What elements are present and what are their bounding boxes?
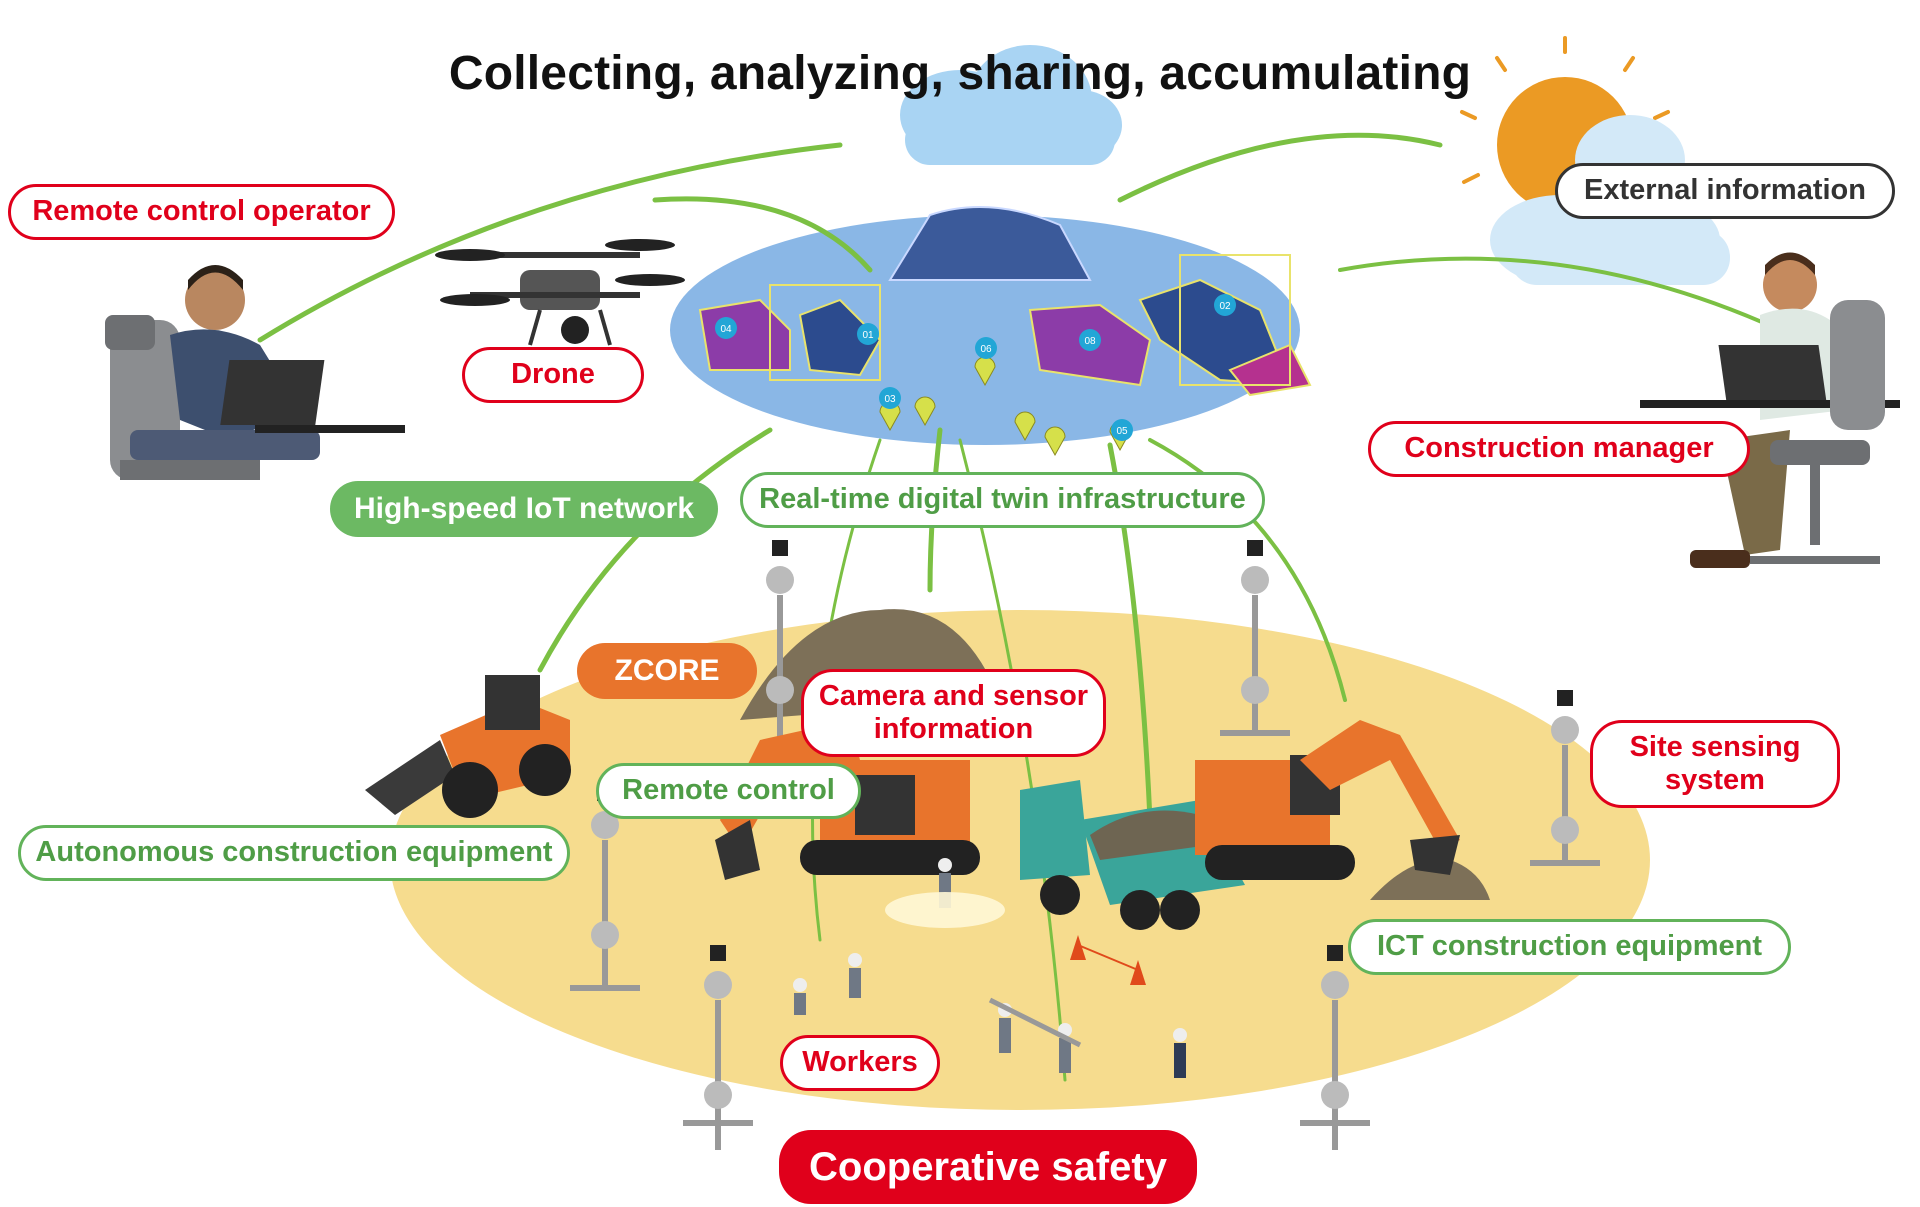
twin-marker-label: 02 [1219, 301, 1231, 312]
twin-marker-badge [857, 323, 879, 345]
drone-icon [435, 239, 685, 346]
digital-twin-disc [670, 215, 1300, 445]
label-cooperative-safety: Cooperative safety [779, 1130, 1197, 1204]
twin-marker-badge [1079, 329, 1101, 351]
wheel-loader-icon [365, 675, 571, 818]
twin-marker-label: 01 [862, 330, 874, 341]
twin-marker-badge [715, 317, 737, 339]
label-high-speed-iot-network: High-speed IoT network [330, 481, 718, 537]
camera-sensor-line-2: information [873, 713, 1034, 745]
cloud-icon [900, 45, 1122, 165]
label-real-time-digital-twin: Real-time digital twin infrastructure [740, 472, 1265, 528]
twin-marker-label: 05 [1116, 426, 1128, 437]
manager-person-icon [1640, 252, 1900, 568]
label-remote-control: Remote control [596, 763, 861, 819]
label-ict-construction-equipment: ICT construction equipment [1348, 919, 1791, 975]
label-remote-control-operator: Remote control operator [8, 184, 395, 240]
digital-twin-models [698, 206, 1312, 397]
sensor-pole-icon [570, 540, 1600, 1150]
operator-person-icon [105, 265, 405, 480]
label-zcore: ZCORE [577, 643, 757, 699]
twin-marker-label: 03 [884, 394, 896, 405]
twin-marker-badge [1214, 294, 1236, 316]
twin-marker-badge [975, 337, 997, 359]
twin-marker-badge [879, 387, 901, 409]
site-sensing-line-2: system [1665, 764, 1765, 796]
label-site-sensing-system: Site sensing system [1590, 720, 1840, 808]
worker-icon [793, 858, 1187, 1078]
diagram-title: Collecting, analyzing, sharing, accumula… [448, 47, 1472, 100]
excavator-icon [1195, 720, 1460, 880]
camera-sensor-line-1: Camera and sensor [818, 679, 1089, 712]
site-sensing-line-1: Site sensing [1629, 730, 1801, 763]
label-external-information: External information [1555, 163, 1895, 219]
twin-marker-label: 08 [1084, 336, 1096, 347]
label-workers: Workers [780, 1035, 940, 1091]
traffic-cone-icon [1070, 935, 1146, 985]
twin-marker-label: 04 [720, 324, 732, 335]
twin-marker-label: 06 [980, 344, 992, 355]
label-autonomous-construction-equipment: Autonomous construction equipment [18, 825, 570, 881]
twin-marker-badge [1111, 419, 1133, 441]
label-construction-manager: Construction manager [1368, 421, 1750, 477]
label-drone: Drone [462, 347, 644, 403]
label-camera-and-sensor-information: Camera and sensor information [801, 669, 1106, 757]
worker-light-pool [885, 892, 1005, 928]
